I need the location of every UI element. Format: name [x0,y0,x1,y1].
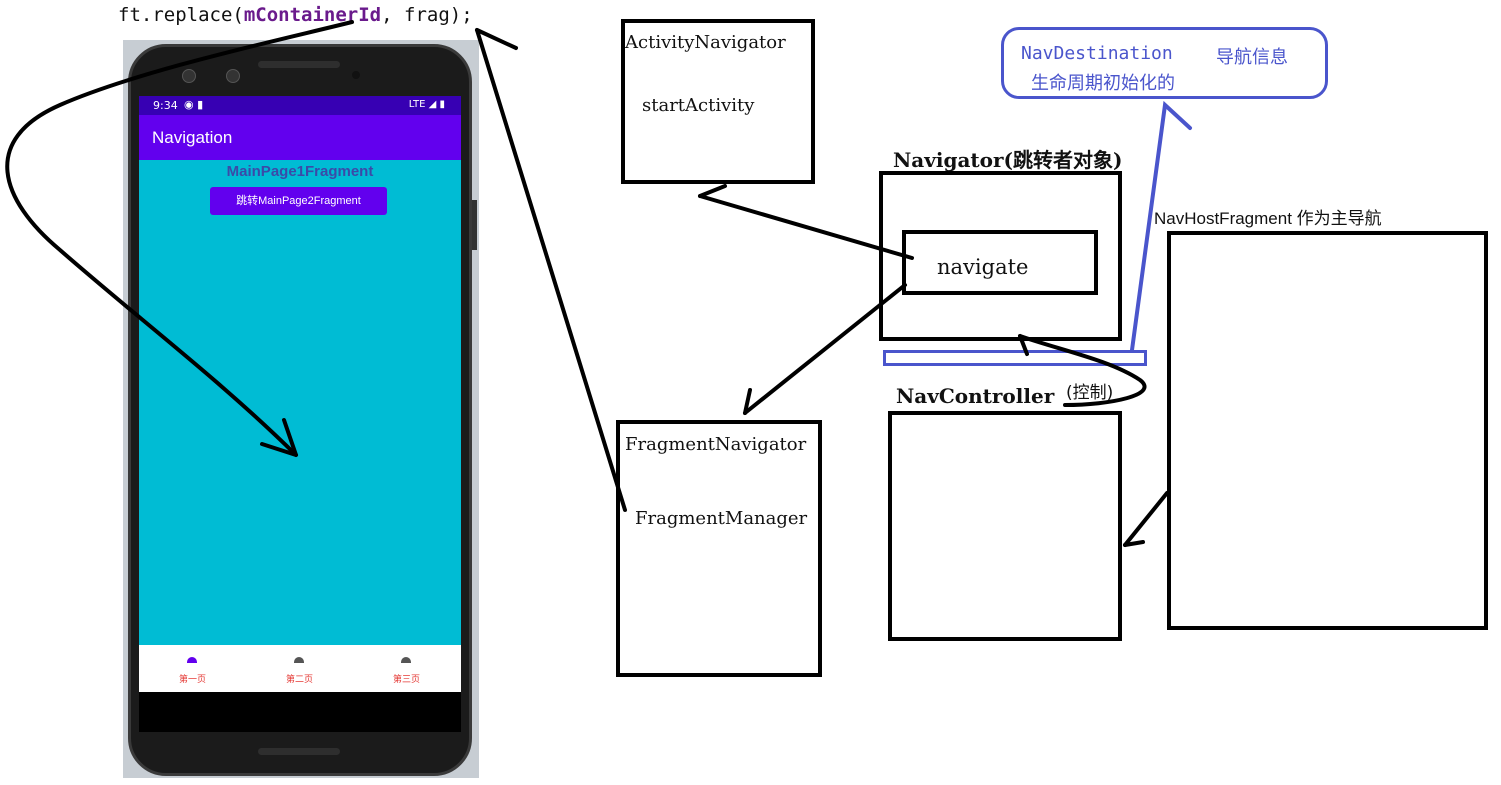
nav-host-box [1167,231,1488,630]
code-snippet: ft.replace(mContainerId, frag); [118,4,473,26]
host-to-controller-arrow-head [1123,540,1145,547]
phone-side-button [472,200,477,250]
fragment-navigator-title: FragmentNavigator [625,434,807,455]
loop-arrow-head [260,418,298,457]
nav-destination-desc2: 生命周期初始化的 [1031,73,1175,94]
bottom-navigation: 第一页 第二页 第三页 [139,645,461,692]
jump-to-page2-button[interactable]: 跳转MainPage2Fragment [210,187,387,215]
phone-speaker-bottom [258,748,340,755]
destination-pointer-line [1130,100,1192,352]
home-icon [401,657,411,663]
phone-chin [139,692,461,732]
lte-label: LTE [408,99,426,110]
nav-controller-box [888,411,1122,641]
bottom-nav-label: 第二页 [285,675,313,685]
bottom-nav-item-page2[interactable]: 第二页 [246,645,353,692]
navigate-to-fragment-arrow [743,283,907,415]
navigate-method: navigate [937,255,1029,279]
controller-to-navigator-arrow-head [1018,334,1029,356]
page-title: MainPage1Fragment [226,163,374,180]
loop-arrow [5,20,354,457]
home-icon [187,657,197,663]
navigator-heading: Navigator(跳转者对象) [893,148,1123,172]
status-bar: 9:34 ◉ ▮ LTE ◢ ▮ [139,96,461,115]
proximity-sensor-icon [352,71,360,79]
phone-speaker-top [258,61,340,68]
fragment-navigator-box [616,420,822,677]
nav-controller-note: (控制) [1066,383,1114,403]
navigate-to-fragment-arrow-head [743,388,752,415]
host-to-controller-arrow [1123,491,1169,547]
code-container-id: mContainerId [243,4,382,26]
home-icon [294,657,304,663]
code-frag: frag [404,4,450,26]
activity-navigator-method: startActivity [642,95,755,116]
activity-navigator-box [621,19,815,184]
fragment-to-code-arrow [475,28,627,512]
signal-icon: ◢ [428,99,437,110]
navigate-box [902,230,1098,295]
fragment-navigator-method: FragmentManager [635,508,808,529]
code-separator: , [381,4,405,26]
nav-destination-name: NavDestination [1021,43,1173,64]
bottom-nav-item-page3[interactable]: 第三页 [353,645,460,692]
navigate-to-activity-arrow-head [698,184,727,198]
bottom-nav-label: 第一页 [178,675,206,685]
controller-to-navigator-arrow [1018,334,1147,407]
navigate-to-activity-arrow [698,194,914,260]
nav-destination-bar [883,350,1147,366]
sensor-icon [226,69,240,83]
notification-icon: ◉ ▮ [184,98,204,111]
nav-host-heading: NavHostFragment 作为主导航 [1154,209,1382,228]
navigator-box [879,171,1122,341]
front-camera-icon [182,69,196,83]
status-icons: LTE ◢ ▮ [409,99,445,110]
app-bar: Navigation [139,115,461,160]
code-suffix: ); [449,4,473,26]
nav-destination-desc1: 导航信息 [1216,47,1288,68]
status-time: 9:34 [153,99,178,112]
battery-icon: ▮ [439,99,445,110]
nav-destination-callout [1001,27,1328,99]
phone-screen: 9:34 ◉ ▮ LTE ◢ ▮ Navigation MainPage1Fra… [139,96,461,692]
bottom-nav-label: 第三页 [392,675,420,685]
activity-navigator-title: ActivityNavigator [625,32,786,53]
app-title: Navigation [152,128,233,147]
nav-controller-heading: NavController [896,384,1055,408]
fragment-to-code-arrow-head [475,28,518,50]
bottom-nav-item-page1[interactable]: 第一页 [139,645,246,692]
code-prefix: ft.replace( [118,4,244,26]
